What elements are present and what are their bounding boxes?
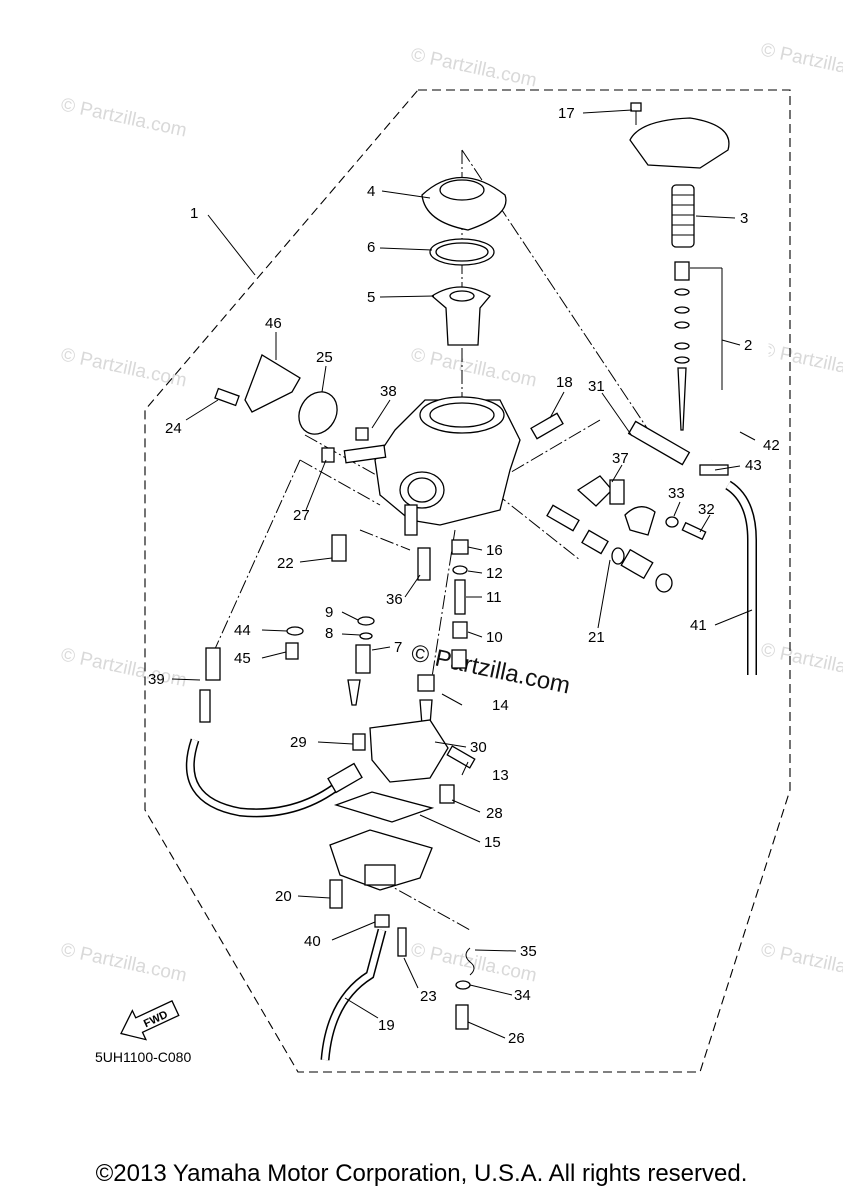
callout-11: 11 — [486, 589, 502, 606]
callout-14: 14 — [492, 697, 509, 714]
callout-27: 27 — [293, 507, 310, 524]
callout-2: 2 — [744, 337, 752, 354]
copyright-text: ©2013 Yamaha Motor Corporation, U.S.A. A… — [95, 1160, 748, 1187]
callout-31: 31 — [588, 378, 605, 395]
parts — [185, 102, 769, 1061]
callout-34: 34 — [514, 987, 531, 1004]
watermark-text: © Partzilla.com — [759, 339, 843, 386]
watermark-text: © Partzilla.com — [59, 939, 189, 986]
watermark-text: © Partzilla.com — [409, 344, 539, 391]
callout-1: 1 — [190, 205, 198, 222]
callout-17: 17 — [558, 105, 575, 122]
callout-28: 28 — [486, 805, 503, 822]
spring-3 — [671, 184, 695, 248]
callout-labels: 1 2 3 4 5 6 7 8 9 10 11 12 13 14 15 16 1… — [148, 105, 780, 1047]
callout-6: 6 — [367, 239, 375, 256]
callout-13: 13 — [492, 767, 509, 784]
callout-29: 29 — [290, 734, 307, 751]
callout-33: 33 — [668, 485, 685, 502]
callout-37: 37 — [612, 450, 629, 467]
callout-22: 22 — [277, 555, 294, 572]
callout-19: 19 — [378, 1017, 395, 1034]
leader-lines — [171, 109, 756, 1039]
callout-44: 44 — [234, 622, 251, 639]
callout-23: 23 — [420, 988, 437, 1005]
callout-18: 18 — [556, 374, 573, 391]
callout-24: 24 — [165, 420, 182, 437]
callout-9: 9 — [325, 604, 333, 621]
fwd-label: FWD — [142, 1009, 170, 1030]
watermark-text: © Partzilla.com — [409, 44, 539, 91]
callout-30: 30 — [470, 739, 487, 756]
callout-3: 3 — [740, 210, 748, 227]
callout-35: 35 — [520, 943, 537, 960]
callout-21: 21 — [588, 629, 605, 646]
callout-32: 32 — [698, 501, 715, 518]
callout-10: 10 — [486, 629, 503, 646]
watermark-text: © Partzilla.com — [59, 344, 189, 391]
watermark-text: © Partzilla.com — [759, 39, 843, 86]
callout-38: 38 — [380, 383, 397, 400]
callout-8: 8 — [325, 625, 333, 642]
callout-15: 15 — [484, 834, 501, 851]
callout-39: 39 — [148, 671, 165, 688]
fwd-arrow-icon: FWD — [120, 1000, 180, 1041]
callout-36: 36 — [386, 591, 403, 608]
watermark-text: © Partzilla.com — [59, 94, 189, 141]
callout-40: 40 — [304, 933, 321, 950]
callout-43: 43 — [745, 457, 762, 474]
callout-46: 46 — [265, 315, 282, 332]
callout-7: 7 — [394, 639, 402, 656]
callout-25: 25 — [316, 349, 333, 366]
diagram-code: 5UH1100-C080 — [95, 1049, 191, 1065]
callout-5: 5 — [367, 289, 375, 306]
callout-4: 4 — [367, 183, 375, 200]
float-bowl — [329, 829, 433, 891]
callout-12: 12 — [486, 565, 503, 582]
callout-20: 20 — [275, 888, 292, 905]
callout-42: 42 — [763, 437, 780, 454]
watermark-text: © Partzilla.com — [59, 644, 189, 691]
callout-45: 45 — [234, 650, 251, 667]
watermark-text: © Partzilla.com — [759, 939, 843, 986]
callout-16: 16 — [486, 542, 503, 559]
assembly-boundary — [144, 89, 791, 1073]
callout-26: 26 — [508, 1030, 525, 1047]
watermark-text: © Partzilla.com — [759, 639, 843, 686]
callout-41: 41 — [690, 617, 707, 634]
